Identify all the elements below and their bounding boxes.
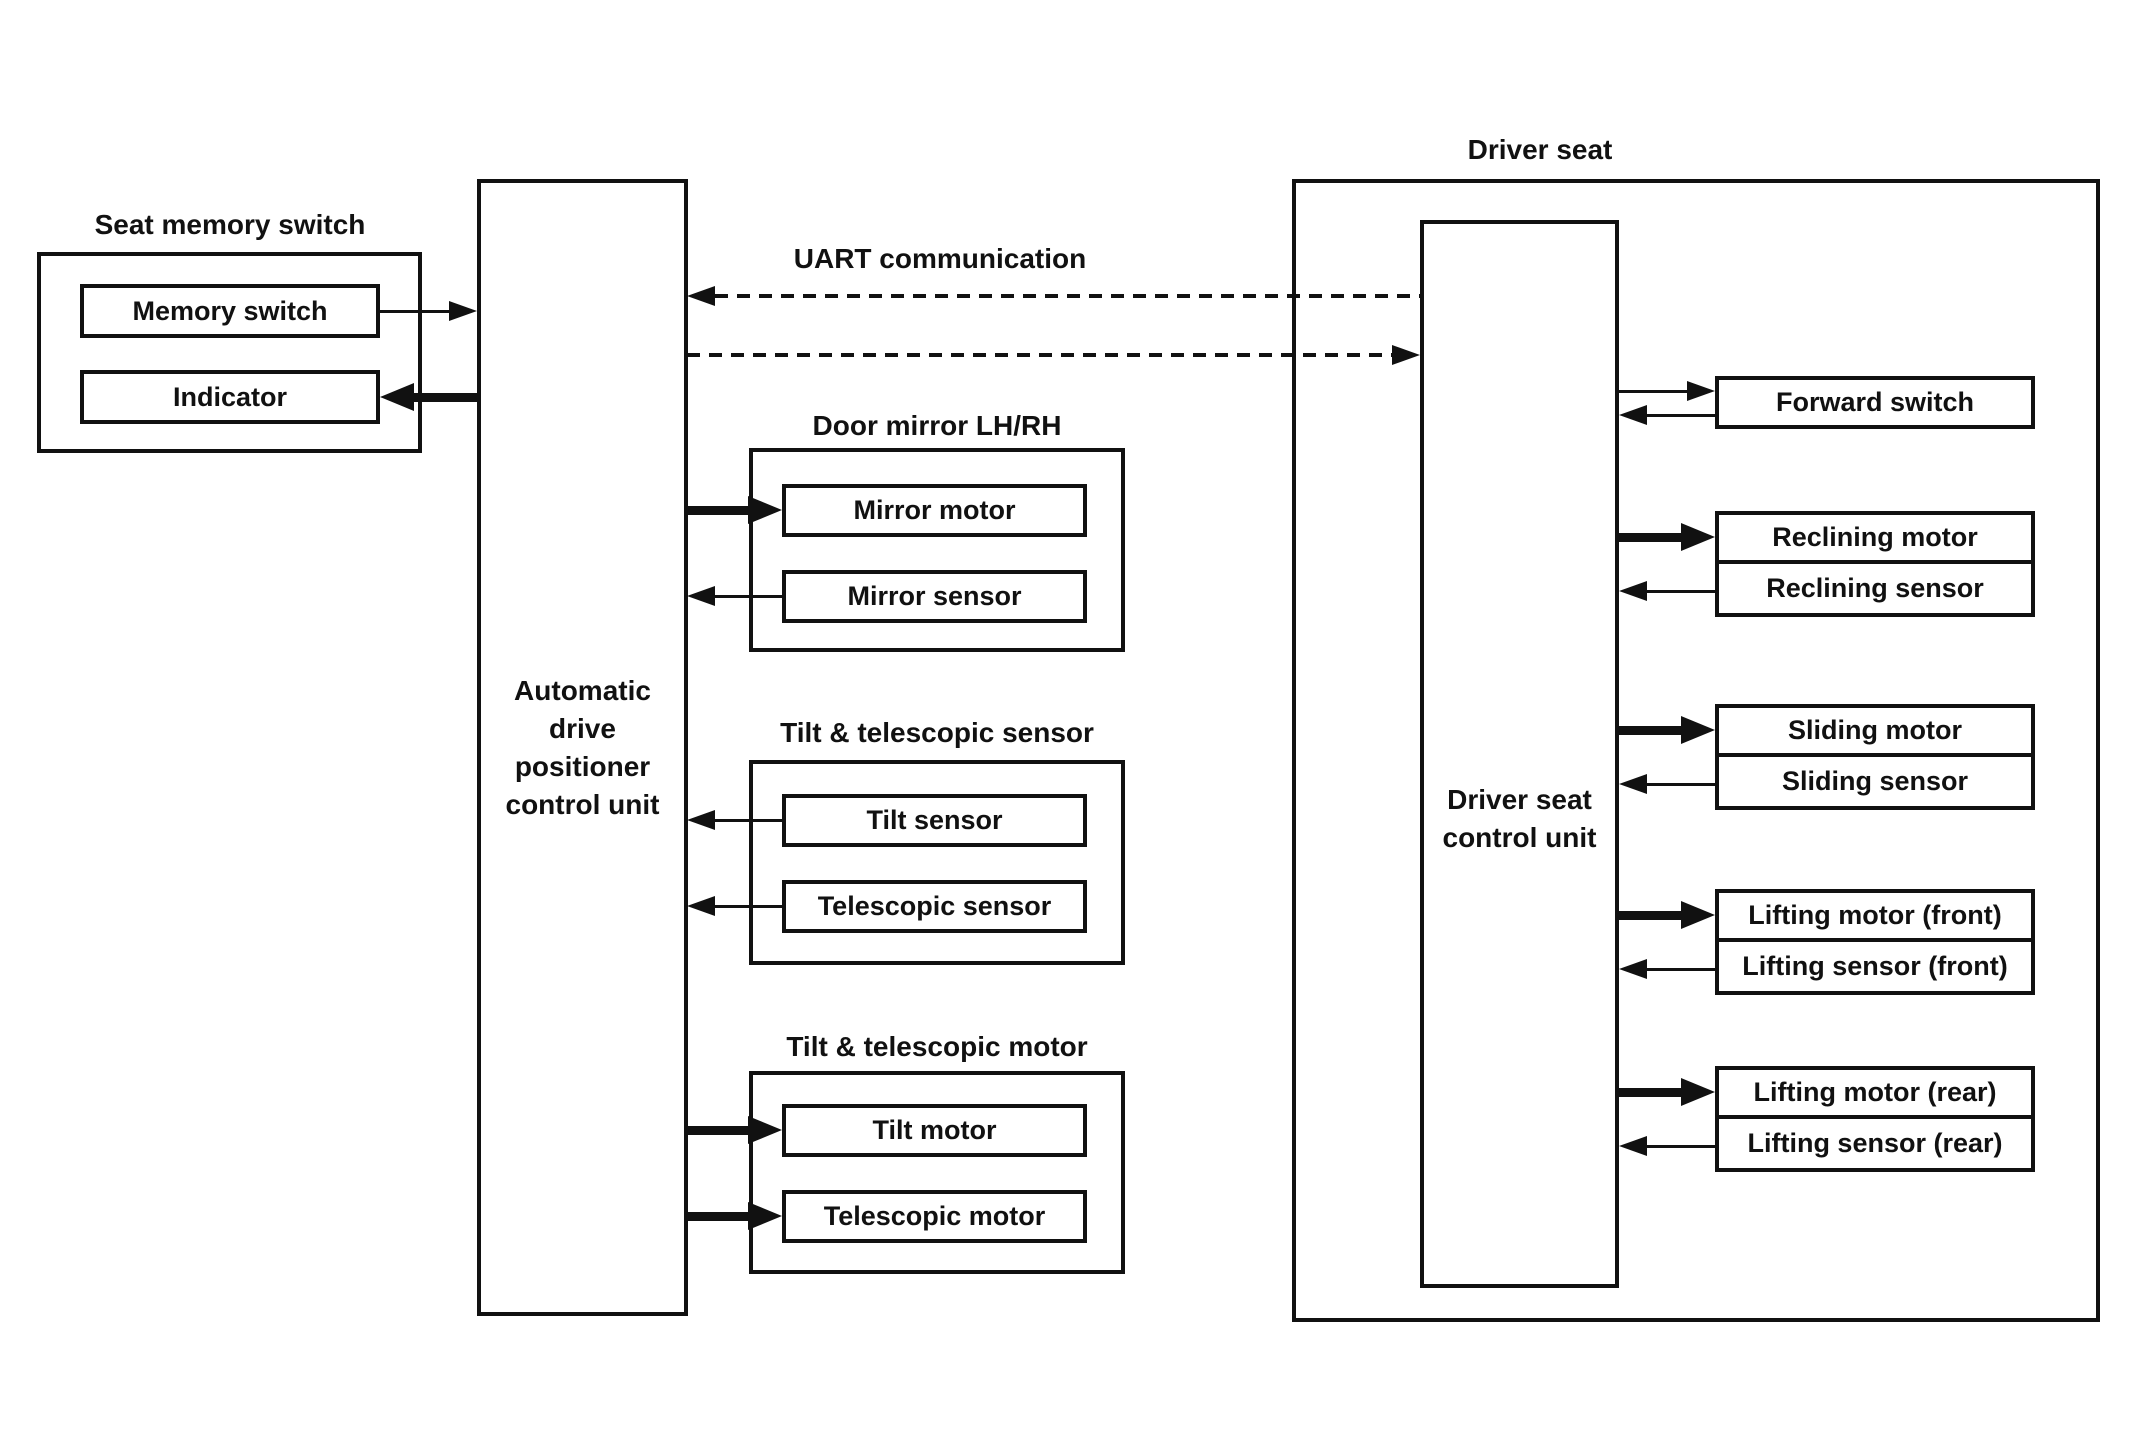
tilt-telescopic-motor-frame [749,1071,1125,1274]
arrow-tilt-sensor-to-adp [687,805,782,835]
dscu-label-line-2: control unit [1442,822,1597,853]
arrow-adp-to-mirror-motor [687,495,782,525]
arrow-dscu-to-reclining-motor [1619,522,1715,552]
arrow-telescopic-sensor-to-adp [687,891,782,921]
arrow-head [748,1116,782,1144]
reclining-sensor-box: Reclining sensor [1715,560,2035,617]
adp-control-unit-box: Automatic drive positioner control unit [477,179,688,1316]
arrow-shaft [1647,782,1715,786]
telescopic-sensor-box: Telescopic sensor [782,880,1087,933]
arrow-dscu-to-forward-switch [1619,376,1715,406]
driver-seat-title: Driver seat [1467,134,1613,165]
arrow-reclining-sensor-to-dscu [1619,576,1715,606]
arrow-head [1619,405,1647,425]
arrow-head [748,1202,782,1230]
arrow-head [748,496,782,524]
lifting-motor-rear-box: Lifting motor (rear) [1715,1066,2035,1119]
door-mirror-title: Door mirror LH/RH [812,410,1062,441]
arrow-shaft [1647,1144,1715,1148]
arrow-shaft [715,294,1420,298]
arrow-head [687,286,715,306]
arrow-adp-to-indicator [380,382,477,412]
mirror-sensor-box: Mirror sensor [782,570,1087,623]
arrow-uart-dscu-to-adp [687,281,1420,311]
arrow-head [1681,1078,1715,1106]
lifting-sensor-front-box: Lifting sensor (front) [1715,938,2035,995]
forward-switch-box: Forward switch [1715,376,2035,429]
arrow-shaft [687,353,1392,357]
arrow-shaft [715,594,782,598]
indicator-box: Indicator [80,370,380,424]
arrow-shaft [1619,725,1681,735]
arrow-adp-to-telescopic-motor [687,1201,782,1231]
arrow-head [1681,716,1715,744]
sliding-sensor-box: Sliding sensor [1715,753,2035,810]
adp-label-line-1: Automatic [514,674,651,706]
arrow-head [687,810,715,830]
arrow-shaft [414,392,477,402]
arrow-head [1687,381,1715,401]
arrow-head [449,301,477,321]
arrow-shaft [715,818,782,822]
tilt-motor-box: Tilt motor [782,1104,1087,1157]
arrow-dscu-to-lifting-motor-front [1619,900,1715,930]
tilt-telescopic-sensor-frame [749,760,1125,965]
arrow-head [1619,1136,1647,1156]
arrow-shaft [687,1125,748,1135]
lifting-motor-front-box: Lifting motor (front) [1715,889,2035,942]
arrow-head [687,896,715,916]
arrow-shaft [687,505,748,515]
mirror-motor-box: Mirror motor [782,484,1087,537]
arrow-head [1681,523,1715,551]
tilt-sensor-box: Tilt sensor [782,794,1087,847]
arrow-uart-adp-to-dscu [687,340,1420,370]
arrow-shaft [715,904,782,908]
arrow-head [1681,901,1715,929]
arrow-head [380,383,414,411]
arrow-shaft [1619,910,1681,920]
telescopic-motor-box: Telescopic motor [782,1190,1087,1243]
adp-label-line-2: drive [549,712,616,744]
arrow-shaft [1647,967,1715,971]
arrow-memory-switch-to-adp [380,296,477,326]
arrow-dscu-to-lifting-motor-rear [1619,1077,1715,1107]
tilt-telescopic-sensor-title: Tilt & telescopic sensor [780,717,1094,748]
adp-label-line-4: control unit [505,788,660,820]
arrow-shaft [1647,413,1715,417]
arrow-forward-switch-to-dscu [1619,400,1715,430]
arrow-head [1392,345,1420,365]
arrow-shaft [1619,1087,1681,1097]
driver-seat-control-unit-box: Driver seat control unit [1420,220,1619,1288]
arrow-shaft [1647,589,1715,593]
lifting-sensor-rear-box: Lifting sensor (rear) [1715,1115,2035,1172]
arrow-shaft [380,309,449,313]
arrow-head [1619,774,1647,794]
arrow-shaft [1619,532,1681,542]
reclining-motor-box: Reclining motor [1715,511,2035,564]
arrow-adp-to-tilt-motor [687,1115,782,1145]
arrow-head [1619,959,1647,979]
arrow-lifting-sensor-rear-to-dscu [1619,1131,1715,1161]
tilt-telescopic-motor-title: Tilt & telescopic motor [786,1031,1088,1062]
seat-memory-switch-title: Seat memory switch [94,209,366,240]
sliding-motor-box: Sliding motor [1715,704,2035,757]
arrow-dscu-to-sliding-motor [1619,715,1715,745]
arrow-sliding-sensor-to-dscu [1619,769,1715,799]
arrow-head [687,586,715,606]
arrow-mirror-sensor-to-adp [687,581,782,611]
memory-switch-box: Memory switch [80,284,380,338]
adp-label-line-3: positioner [514,750,651,782]
uart-communication-label: UART communication [793,243,1087,274]
arrow-shaft [1619,389,1687,393]
arrow-lifting-sensor-front-to-dscu [1619,954,1715,984]
arrow-shaft [687,1211,748,1221]
dscu-label-line-1: Driver seat [1447,784,1592,815]
arrow-head [1619,581,1647,601]
